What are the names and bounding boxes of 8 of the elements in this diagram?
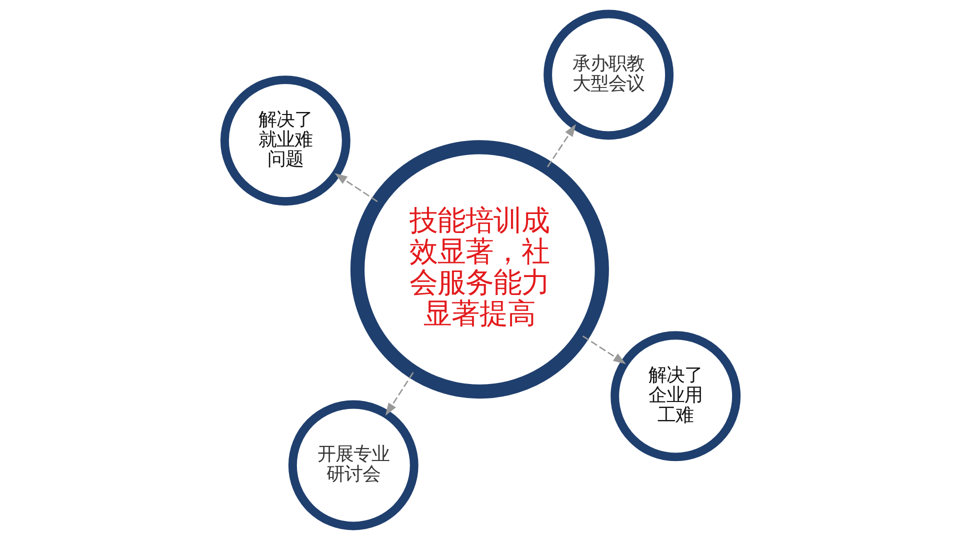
arrow — [582, 336, 626, 364]
node-circle: 承办职教大型会议 — [543, 10, 674, 140]
arrow — [334, 173, 378, 202]
arrow — [546, 124, 576, 168]
node-circle: 解决了就业难问题 — [220, 76, 350, 206]
node-circle: 技能培训成效显著，社会服务能力显著提高 — [350, 140, 608, 399]
node-circle: 开展专业研讨会 — [288, 400, 418, 530]
arrow — [384, 372, 414, 416]
